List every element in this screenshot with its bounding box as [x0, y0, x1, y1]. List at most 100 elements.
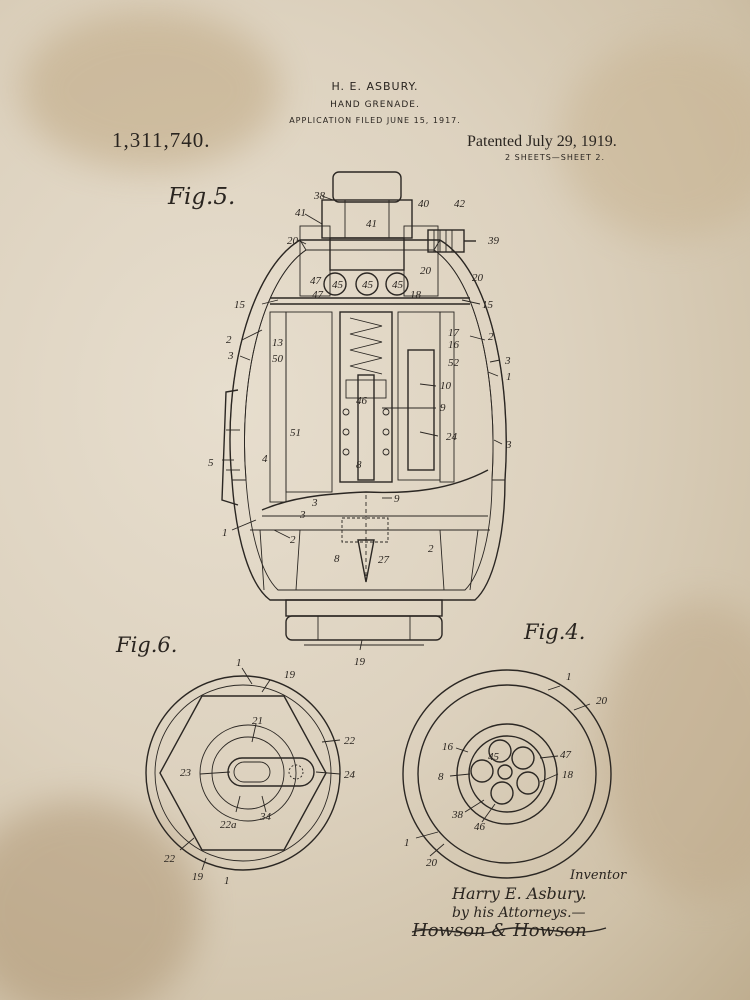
center-pin	[497, 764, 513, 780]
application-filed-date: APPLICATION FILED JUNE 15, 1917.	[289, 116, 461, 125]
reference-numeral-fig5: 41	[295, 207, 306, 219]
reference-numeral-fig5: 16	[448, 339, 460, 351]
reference-numeral-fig5: 42	[454, 198, 466, 210]
sheet-count: 2 SHEETS—SHEET 2.	[505, 153, 606, 162]
ball	[516, 771, 540, 795]
reference-numeral-fig4: 16	[442, 741, 454, 753]
reference-numeral-fig5: 13	[272, 337, 284, 349]
figure-4-cross-section	[402, 669, 612, 879]
reference-numeral-fig4: 45	[488, 751, 500, 763]
reference-numeral-fig5: 39	[487, 235, 500, 247]
reference-numeral-fig4: 1	[566, 671, 572, 683]
detonator-tube	[407, 349, 435, 471]
reference-numeral-fig5: 46	[356, 395, 368, 407]
fuse-pellet	[233, 761, 271, 783]
side-lug	[221, 389, 239, 506]
reference-numeral-fig5: 9	[394, 493, 400, 505]
ball	[323, 272, 347, 296]
outer-shell-ring	[402, 669, 612, 879]
reference-numeral-fig5: 8	[334, 553, 340, 565]
reference-numeral-fig6: 1	[236, 657, 242, 669]
paper-stain	[600, 600, 750, 900]
reference-numeral-fig4: 8	[438, 771, 444, 783]
reference-numeral-fig5: 10	[440, 380, 452, 392]
reference-numeral-fig6: 34	[259, 811, 272, 823]
reference-numeral-fig5: 2	[290, 534, 296, 546]
reference-numeral-fig4: 20	[426, 857, 438, 869]
reference-numeral-fig5: 5	[208, 457, 214, 469]
paper-stain	[20, 10, 280, 170]
ball	[490, 781, 514, 805]
reference-numeral-fig5: 18	[410, 289, 422, 301]
inventor-signature: Harry E. Asbury.	[452, 884, 587, 903]
patented-date: Patented July 29, 1919.	[467, 133, 617, 150]
reference-numeral-fig4: 20	[596, 695, 608, 707]
signature-flourish	[411, 927, 607, 935]
figure-4-label: Fig.4.	[524, 620, 586, 644]
reference-numeral-fig5: 3	[227, 350, 234, 362]
invention-title: HAND GRENADE.	[330, 100, 420, 110]
reference-numeral-fig4: 1	[404, 837, 410, 849]
reference-numeral-fig5: 52	[448, 357, 460, 369]
reference-numeral-fig5: 45	[362, 279, 374, 291]
reference-numeral-fig5: 47	[310, 275, 322, 287]
reference-numeral-fig5: 3	[505, 439, 512, 451]
reference-numeral-fig6: 19	[284, 669, 296, 681]
reference-numeral-fig6: 22a	[220, 819, 237, 831]
figure-6-label: Fig.6.	[116, 633, 178, 657]
reference-numeral-fig4: 46	[474, 821, 486, 833]
figure-6-top-view	[145, 667, 341, 871]
firing-point	[357, 539, 375, 583]
reference-numeral-fig5: 24	[446, 431, 458, 443]
reference-numeral-fig5: 47	[312, 289, 324, 301]
reference-numeral-fig5: 4	[262, 453, 268, 465]
attorneys-label: by his Attorneys.—	[452, 905, 586, 921]
reference-numeral-fig5: 41	[366, 218, 377, 230]
reference-numeral-fig5: 15	[234, 299, 246, 311]
reference-numeral-fig6: 22	[344, 735, 356, 747]
ball	[355, 272, 379, 296]
reference-numeral-fig5: 45	[392, 279, 404, 291]
collar-right	[403, 225, 439, 297]
reference-numeral-fig6: 22	[164, 853, 176, 865]
reference-numeral-fig6: 19	[192, 871, 204, 883]
reference-numeral-fig5: 3	[299, 509, 306, 521]
reference-numeral-fig4: 47	[560, 749, 572, 761]
reference-numeral-fig5: 27	[378, 554, 390, 566]
ball	[511, 746, 535, 770]
striker-pin	[357, 374, 375, 481]
striker-housing	[339, 311, 393, 483]
reference-numeral-fig5: 51	[290, 427, 301, 439]
figure-5-grenade-section	[221, 171, 507, 651]
reference-numeral-fig5: 8	[356, 459, 362, 471]
reference-numeral-fig5: 38	[313, 190, 326, 202]
striker-spring	[349, 317, 383, 375]
reference-numeral-fig5: 2	[428, 543, 434, 555]
shell-wall-right	[433, 239, 507, 481]
reference-numeral-fig6: 23	[180, 767, 192, 779]
reference-numeral-fig6: 24	[344, 769, 356, 781]
inventor-label: Inventor	[570, 868, 627, 883]
patent-number: 1,311,740.	[112, 128, 211, 152]
reference-numeral-fig6: 1	[224, 875, 230, 887]
base-plug	[285, 615, 443, 641]
reference-numeral-fig5: 20	[472, 272, 484, 284]
paper-stain	[560, 40, 750, 240]
reference-numeral-fig5: 2	[226, 334, 232, 346]
reference-numeral-fig5: 1	[506, 371, 512, 383]
reference-numeral-fig5: 50	[272, 353, 284, 365]
inventor-heading: H. E. ASBURY.	[331, 80, 419, 93]
reference-numeral-fig5: 40	[418, 198, 430, 210]
reference-numeral-fig5: 1	[222, 527, 228, 539]
top-cap	[332, 171, 402, 203]
ball	[470, 759, 494, 783]
reference-numeral-fig5: 45	[332, 279, 344, 291]
ball	[488, 739, 512, 763]
reference-numeral-fig5: 2	[488, 331, 494, 343]
attorneys-signature: Howson & Howson	[412, 920, 587, 941]
reference-numeral-fig5: 9	[440, 402, 446, 414]
reference-numeral-fig5: 3	[311, 497, 318, 509]
reference-numeral-fig5: 20	[420, 265, 432, 277]
